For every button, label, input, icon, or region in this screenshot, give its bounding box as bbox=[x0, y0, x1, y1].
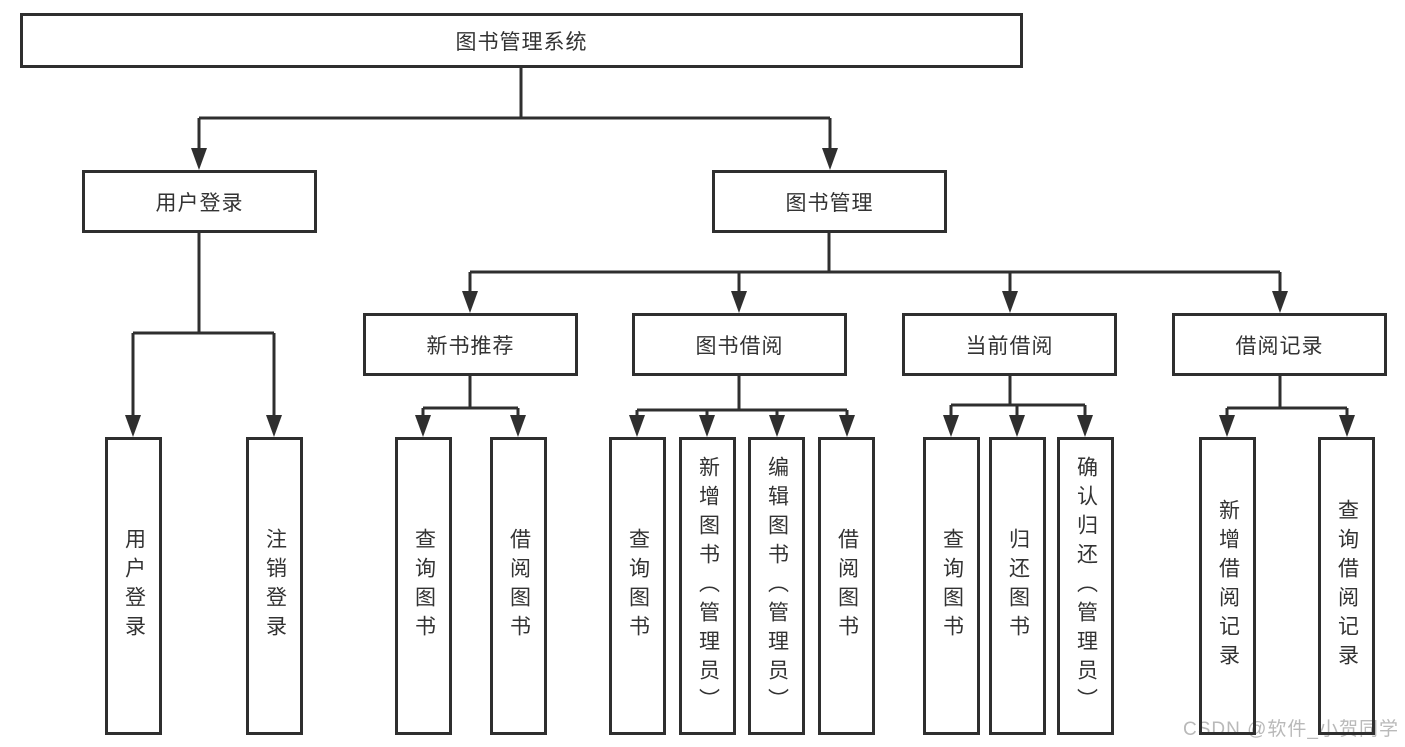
node-book-management: 图书管理 bbox=[712, 170, 947, 233]
node-book-management-label: 图书管理 bbox=[785, 191, 874, 215]
leaf-query-borrow-record-label: 查询借阅记录 bbox=[1335, 499, 1359, 673]
leaf-query-book-current-label: 查询图书 bbox=[940, 528, 964, 644]
leaf-add-book-admin: 新增图书（管理员） bbox=[679, 437, 736, 735]
leaf-user-login-label: 用户登录 bbox=[122, 528, 146, 644]
leaf-add-borrow-record: 新增借阅记录 bbox=[1199, 437, 1256, 735]
node-borrowing-records: 借阅记录 bbox=[1172, 313, 1387, 376]
leaf-add-borrow-record-label: 新增借阅记录 bbox=[1216, 499, 1240, 673]
leaf-confirm-return-admin-label: 确认归还（管理员） bbox=[1074, 455, 1098, 717]
leaf-borrow-book: 借阅图书 bbox=[818, 437, 875, 735]
node-user-login: 用户登录 bbox=[82, 170, 317, 233]
leaf-add-book-admin-label: 新增图书（管理员） bbox=[696, 455, 720, 717]
node-new-book-recommendation: 新书推荐 bbox=[363, 313, 578, 376]
node-user-login-label: 用户登录 bbox=[155, 191, 244, 215]
node-current-borrowing-label: 当前借阅 bbox=[965, 334, 1054, 358]
node-root-label: 图书管理系统 bbox=[455, 30, 588, 54]
node-borrowing-records-label: 借阅记录 bbox=[1235, 334, 1324, 358]
connector-root bbox=[197, 68, 832, 160]
node-new-book-recommendation-label: 新书推荐 bbox=[426, 334, 515, 358]
leaf-edit-book-admin: 编辑图书（管理员） bbox=[748, 437, 805, 735]
leaf-query-book-current: 查询图书 bbox=[923, 437, 980, 735]
leaf-borrow-book-recommend-label: 借阅图书 bbox=[507, 528, 531, 644]
connector-book-management bbox=[468, 233, 1282, 304]
leaf-logout: 注销登录 bbox=[246, 437, 303, 735]
connector-borrowing-records bbox=[1225, 376, 1349, 428]
connector-new-book-recommendation bbox=[421, 376, 520, 428]
leaf-return-book: 归还图书 bbox=[989, 437, 1046, 735]
leaf-borrow-book-recommend: 借阅图书 bbox=[490, 437, 547, 735]
leaf-query-borrow-record: 查询借阅记录 bbox=[1318, 437, 1375, 735]
connector-current-borrowing bbox=[949, 376, 1087, 428]
leaf-return-book-label: 归还图书 bbox=[1006, 528, 1030, 644]
node-root: 图书管理系统 bbox=[20, 13, 1023, 68]
leaf-edit-book-admin-label: 编辑图书（管理员） bbox=[765, 455, 789, 717]
leaf-user-login: 用户登录 bbox=[105, 437, 162, 735]
leaf-query-book-borrowing-label: 查询图书 bbox=[626, 528, 650, 644]
leaf-query-book-borrowing: 查询图书 bbox=[609, 437, 666, 735]
connector-book-borrowing bbox=[635, 376, 849, 428]
leaf-borrow-book-label: 借阅图书 bbox=[835, 528, 859, 644]
node-book-borrowing-label: 图书借阅 bbox=[695, 334, 784, 358]
leaf-query-book-recommend: 查询图书 bbox=[395, 437, 452, 735]
node-book-borrowing: 图书借阅 bbox=[632, 313, 847, 376]
leaf-query-book-recommend-label: 查询图书 bbox=[412, 528, 436, 644]
node-current-borrowing: 当前借阅 bbox=[902, 313, 1117, 376]
leaf-confirm-return-admin: 确认归还（管理员） bbox=[1057, 437, 1114, 735]
leaf-logout-label: 注销登录 bbox=[263, 528, 287, 644]
connector-user-login bbox=[131, 233, 276, 428]
